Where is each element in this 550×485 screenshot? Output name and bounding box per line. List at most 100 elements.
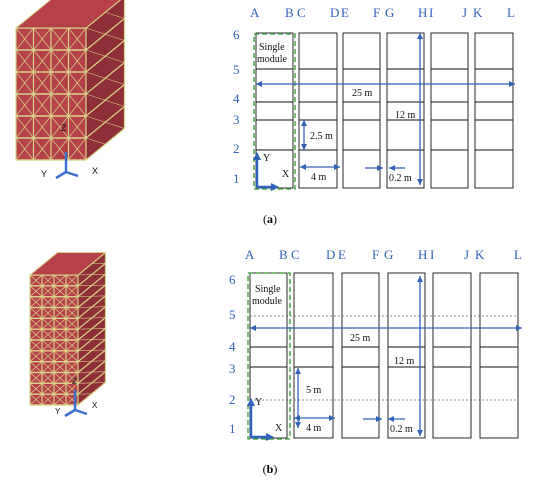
single-module-label-line2-b: module [252,296,283,307]
column-label-H: H [418,247,427,262]
brace [33,49,52,73]
brace [41,285,55,297]
brace [41,372,55,384]
brace [50,49,69,73]
module-frame [479,272,519,439]
brace [41,328,55,341]
dimension-gap-label-a: 0.2 m [389,173,412,184]
dimension-height-label-b: 12 m [394,356,415,367]
brace [68,49,87,73]
row-label-2: 2 [233,141,240,156]
column-label-I: I [430,247,434,262]
model-x-axis [74,408,88,416]
brace [53,318,67,330]
brace [29,328,43,341]
column-label-D: D [330,5,339,20]
brace [41,361,55,373]
brace [50,71,69,95]
building-model-a [14,0,126,180]
column-label-A: A [250,5,260,20]
brace [50,27,69,51]
brace [15,93,34,117]
brace [15,115,34,139]
brace [53,383,67,395]
single-module-label-line1-b: Single [255,284,281,295]
brace [68,115,87,139]
column-label-G: G [385,5,394,20]
column-label-G: G [384,247,393,262]
dimension-module-label-a: 4 m [311,172,327,183]
row-label-6: 6 [229,272,236,287]
brace [29,383,43,395]
module-frame [293,272,334,439]
single-module-label-line1-a: Single [259,42,285,53]
panel-b: Z Y X A B C D E F G H I J K L 1 2 3 4 5 … [0,240,550,485]
module-frame [432,272,472,439]
elevation-grid-a [255,32,514,189]
brace [65,383,79,395]
row-label-3: 3 [233,112,240,127]
row-label-6: 6 [233,27,240,42]
dimension-height-label-a: 12 m [395,110,416,121]
building-roof [14,0,122,29]
column-label-B: B [279,247,288,262]
brace [53,372,67,384]
panel-a: Z Y X A B C D E F G H I J K L 1 2 3 4 5 … [0,0,550,240]
column-label-E: E [338,247,346,262]
column-label-C: C [297,5,306,20]
module-frame [342,32,381,189]
brace [85,71,106,79]
column-label-J: J [462,5,467,20]
brace [53,339,67,352]
brace [85,115,106,123]
brace [53,350,67,362]
column-label-F: F [372,247,379,262]
brace [15,71,34,95]
brace [50,137,69,161]
floor-slab-edge [77,371,106,395]
dimension-module-b [294,415,335,421]
brace [68,93,87,117]
model-axis-z-b: Z [72,377,77,386]
brace [29,372,43,384]
dimension-story-a [301,120,307,150]
brace [29,318,43,330]
brace [65,285,79,297]
brace [65,361,79,373]
brace [41,339,55,352]
column-label-B: B [285,5,294,20]
caption-letter-b: b [266,462,274,476]
brace [105,121,125,129]
brace [53,296,67,308]
dimension-module-a [300,164,340,170]
caption-a: (a) [263,212,277,226]
column-label-I: I [429,5,433,20]
plan-axes-a [253,152,279,191]
floor-slab-edge [77,262,106,287]
brace [41,296,55,308]
dimension-width-a [256,81,515,87]
model-axis-z-a: Z [61,123,67,133]
module-frame [387,272,426,439]
brace [29,274,43,287]
brace [33,137,52,161]
column-label-E: E [341,5,349,20]
dimension-width-label-a: 25 m [352,88,373,99]
plan-axis-x-label-a: X [282,169,290,180]
model-x-axis [65,170,79,178]
brace [41,393,55,406]
brace [41,318,55,330]
floor-slab-edge [85,128,125,161]
brace [68,27,87,51]
brace [33,115,52,139]
panel-b-figure: Z Y X A B C D E F G H I J K L 1 2 3 4 5 … [28,247,522,441]
brace [50,115,69,139]
column-label-K: K [473,5,483,20]
model-axis-x-a: X [92,166,98,176]
column-label-A: A [245,247,255,262]
dimension-height-a [417,33,423,185]
row-label-1: 1 [233,171,240,186]
plan-axes-b [247,398,274,441]
brace [29,393,43,406]
dimension-gap-label-b: 0.2 m [390,424,413,435]
